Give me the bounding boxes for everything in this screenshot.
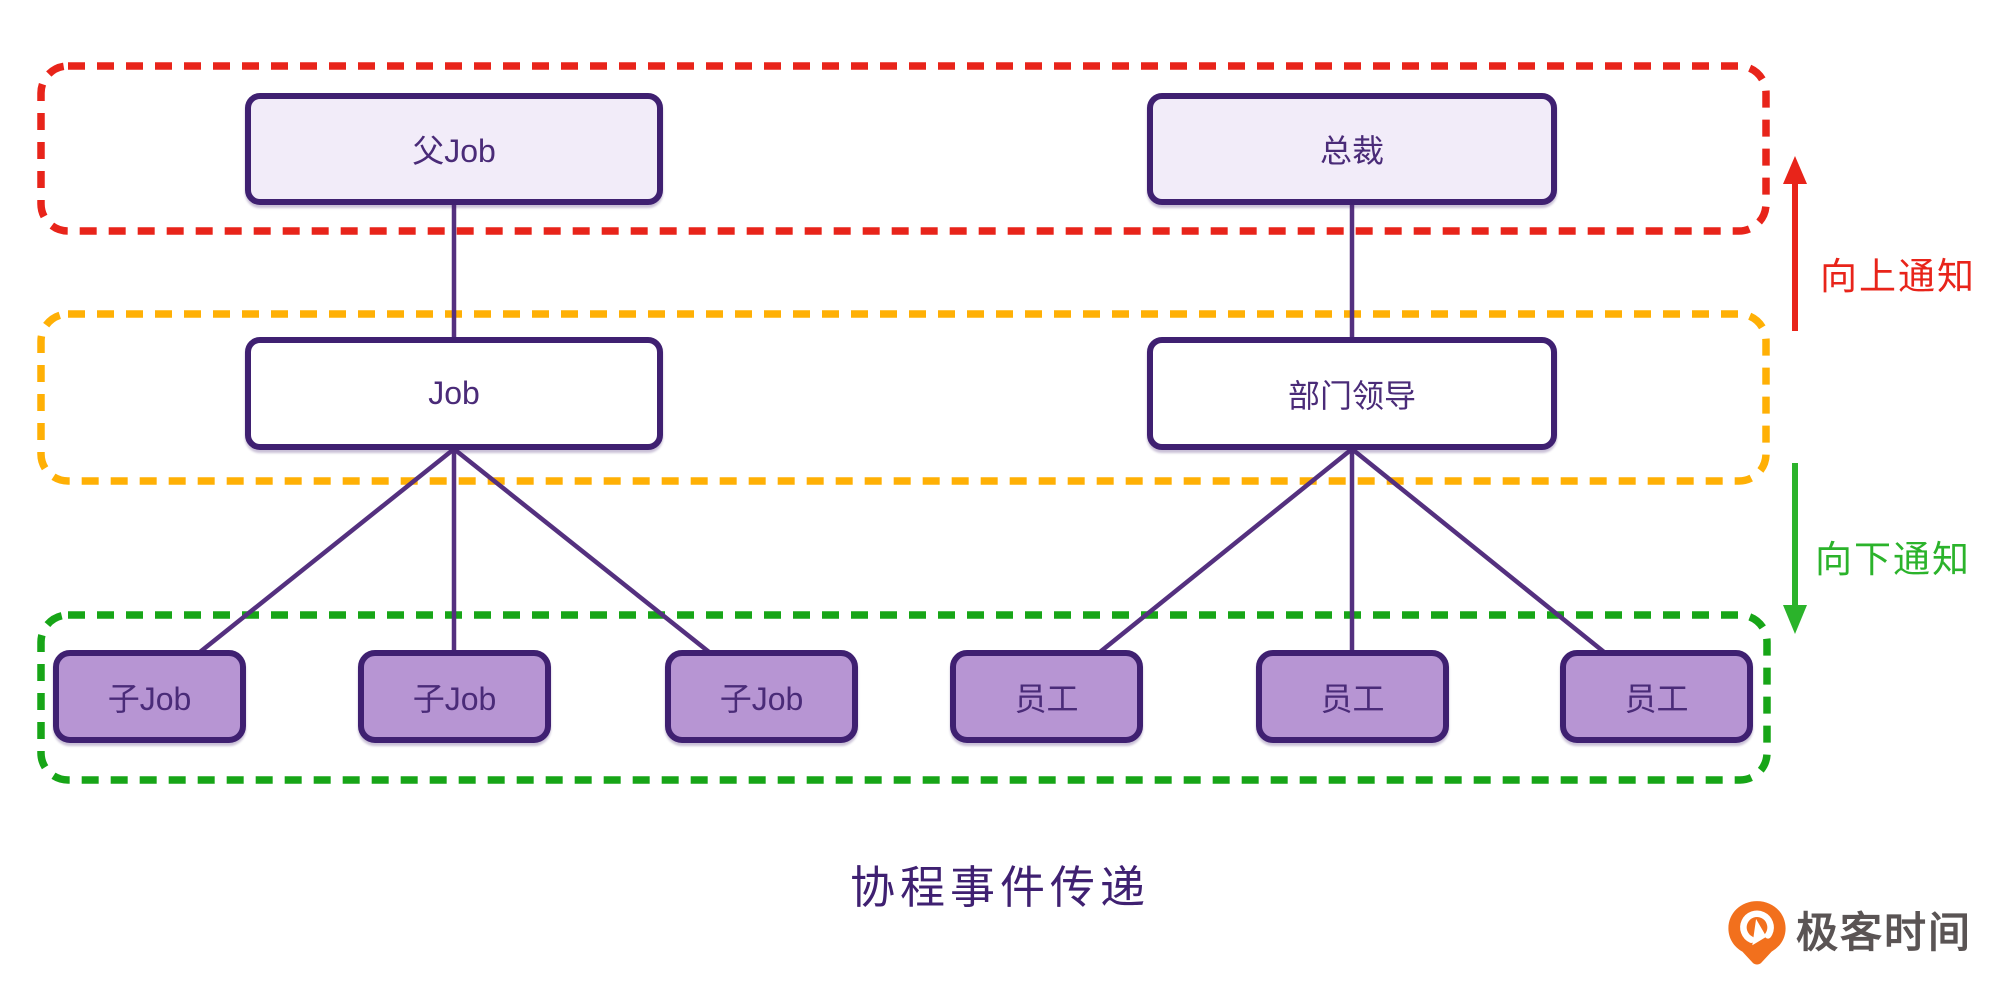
node-employee-2: 员工	[1256, 650, 1449, 743]
geektime-logo: 极客时间	[1727, 900, 1972, 966]
node-president: 总裁	[1147, 93, 1557, 205]
node-employee-3: 员工	[1560, 650, 1753, 743]
diagram-title: 协程事件传递	[849, 862, 1150, 913]
node-child-job-2-label: 子Job	[412, 680, 497, 717]
node-dept-leader-label: 部门领导	[1287, 377, 1416, 414]
node-president-label: 总裁	[1319, 133, 1384, 169]
down-arrow-icon	[1783, 463, 1807, 634]
up-arrow-icon	[1783, 156, 1807, 331]
edge-leader-employee-1	[1098, 447, 1354, 654]
node-dept-leader: 部门领导	[1147, 337, 1557, 450]
node-parent-job: 父Job	[245, 93, 663, 205]
node-child-job-3: 子Job	[665, 650, 858, 743]
node-parent-job-label: 父Job	[412, 133, 496, 169]
node-child-job-1: 子Job	[53, 650, 246, 743]
label-notify-down: 向下通知	[1815, 539, 1971, 580]
geektime-pin-icon	[1728, 901, 1786, 965]
geektime-logo-text: 极客时间	[1796, 909, 1973, 956]
node-job: Job	[245, 337, 663, 450]
node-employee-1: 员工	[950, 650, 1143, 743]
edge-leader-employee-3	[1350, 447, 1606, 654]
middle-layer-outline	[37, 310, 1770, 485]
parent-layer-outline	[37, 62, 1770, 235]
node-child-job-1-label: 子Job	[107, 680, 192, 717]
edge-job-childjob-3	[452, 447, 711, 654]
node-employee-2-label: 员工	[1320, 680, 1385, 717]
children-layer-outline	[37, 611, 1771, 784]
label-notify-up: 向上通知	[1820, 256, 1976, 297]
node-child-job-2: 子Job	[358, 650, 551, 743]
node-job-label: Job	[428, 375, 480, 411]
edge-job-childjob-1	[198, 447, 456, 654]
node-employee-3-label: 员工	[1624, 680, 1689, 717]
node-child-job-3-label: 子Job	[719, 680, 804, 717]
node-employee-1-label: 员工	[1014, 680, 1079, 717]
